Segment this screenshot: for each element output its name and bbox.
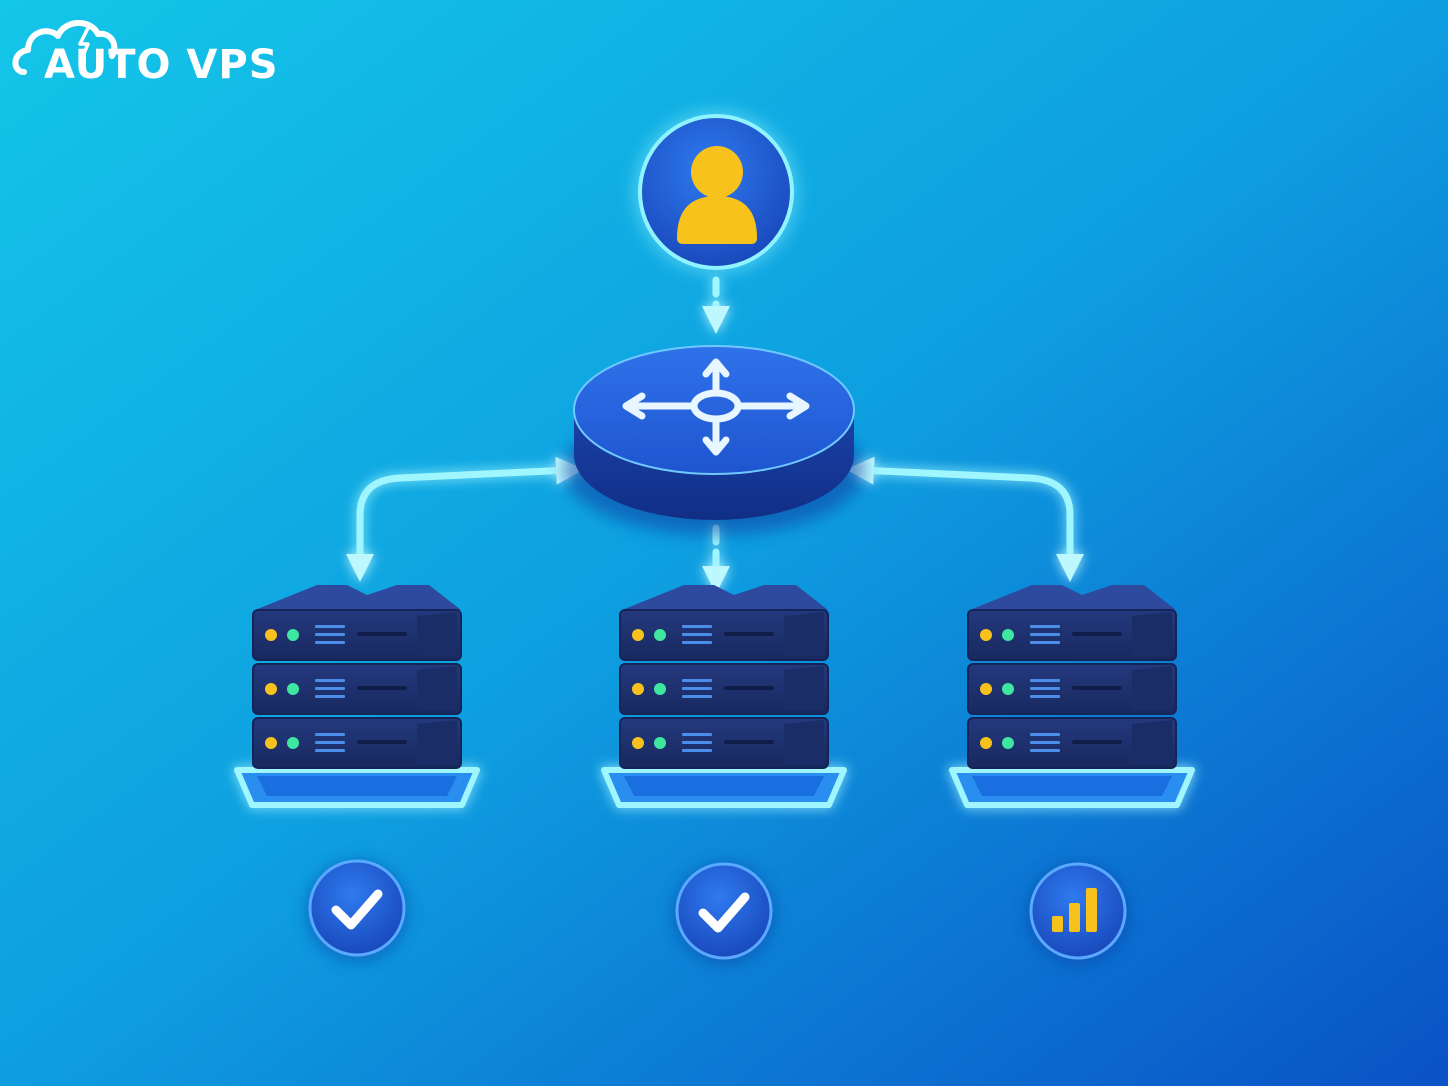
- check-icon: [331, 889, 383, 930]
- server-unit: [967, 663, 1177, 715]
- vent-slots: [1030, 679, 1060, 698]
- status-led-yellow: [632, 629, 644, 641]
- drive-slot: [1072, 632, 1122, 636]
- server-base-inner: [972, 776, 1172, 796]
- vent-slots: [1030, 733, 1060, 752]
- status-led-yellow: [265, 683, 277, 695]
- server-unit: [619, 663, 829, 715]
- status-led-green: [654, 629, 666, 641]
- load-balancer-node: [564, 345, 864, 535]
- drive-slot: [357, 740, 407, 744]
- server-unit: [967, 609, 1177, 661]
- user-icon: [677, 146, 757, 244]
- status-led-green: [287, 737, 299, 749]
- drive-slot: [724, 632, 774, 636]
- brand-wordmark: AUTO VPS: [44, 42, 279, 88]
- status-led-yellow: [632, 737, 644, 749]
- vent-slots: [1030, 625, 1060, 644]
- vent-slots: [315, 679, 345, 698]
- status-badge-server-1: [307, 859, 407, 961]
- status-led-green: [1002, 629, 1014, 641]
- status-led-green: [1002, 683, 1014, 695]
- vent-slots: [315, 625, 345, 644]
- status-led-green: [287, 629, 299, 641]
- vent-slots: [682, 625, 712, 644]
- status-led-green: [1002, 737, 1014, 749]
- server-unit: [252, 663, 462, 715]
- server-stack-2: [601, 585, 847, 808]
- bar-chart-icon: [1052, 888, 1097, 932]
- server-stack-3: [949, 585, 1195, 808]
- status-led-green: [654, 683, 666, 695]
- connector-balancer-to-server-1: [346, 456, 584, 582]
- drive-slot: [1072, 686, 1122, 690]
- check-icon: [698, 892, 750, 933]
- server-top-face: [970, 585, 1176, 610]
- status-led-yellow: [632, 683, 644, 695]
- status-led-green: [287, 683, 299, 695]
- drive-slot: [724, 686, 774, 690]
- status-led-yellow: [265, 737, 277, 749]
- drive-slot: [1072, 740, 1122, 744]
- server-top-face: [622, 585, 828, 610]
- status-badges: [307, 859, 1128, 964]
- drive-slot: [357, 632, 407, 636]
- status-led-yellow: [980, 683, 992, 695]
- status-led-yellow: [980, 629, 992, 641]
- brand-logo: AUTO VPS: [12, 20, 279, 88]
- connector-balancer-to-server-3: [846, 456, 1084, 582]
- user-node: [634, 110, 798, 274]
- cloud-lightning-icon: [12, 20, 118, 75]
- server-base-inner: [257, 776, 457, 796]
- vent-slots: [682, 679, 712, 698]
- status-led-yellow: [265, 629, 277, 641]
- vent-slots: [682, 733, 712, 752]
- drive-slot: [724, 740, 774, 744]
- server-base-inner: [624, 776, 824, 796]
- server-stack-1: [234, 585, 480, 808]
- four-way-arrows-icon: [622, 358, 810, 456]
- server-unit: [252, 609, 462, 661]
- server-unit: [619, 609, 829, 661]
- server-unit: [252, 717, 462, 769]
- status-badge-server-2: [674, 862, 774, 964]
- server-unit: [967, 717, 1177, 769]
- status-led-yellow: [980, 737, 992, 749]
- drive-slot: [357, 686, 407, 690]
- connectors: [346, 276, 1084, 594]
- server-top-face: [255, 585, 461, 610]
- status-badge-server-3: [1028, 862, 1128, 964]
- server-unit: [619, 717, 829, 769]
- status-led-green: [654, 737, 666, 749]
- vent-slots: [315, 733, 345, 752]
- server-row: [234, 585, 1195, 808]
